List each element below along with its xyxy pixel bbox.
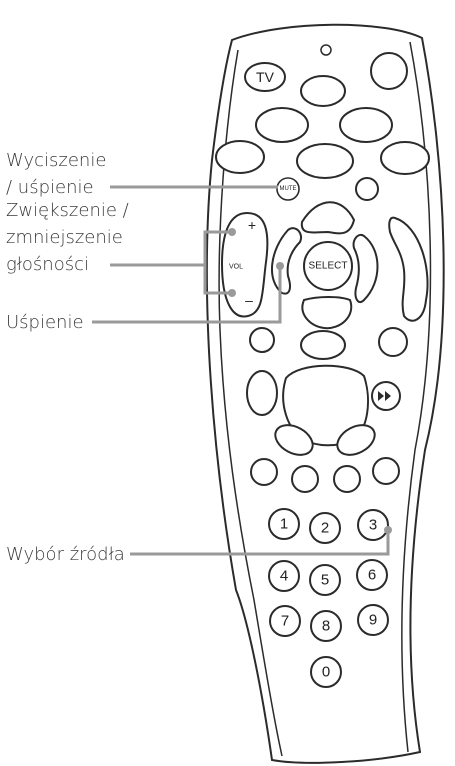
number-key-1-label: 1 [280,516,288,533]
tv-button-label: TV [256,69,275,85]
color-button-2[interactable] [292,466,318,492]
pill-button-mid-left[interactable] [216,141,264,173]
color-button-1[interactable] [251,459,277,485]
side-oval-left[interactable] [247,371,277,415]
volume-minus-label: – [245,292,253,308]
small-button-left[interactable] [250,328,274,352]
callout-volume-line2: zmniejszenie [6,227,123,248]
number-key-5-label: 5 [321,572,329,589]
callout-sleep: Uśpienie [6,312,84,333]
number-key-8-label: 8 [322,618,330,635]
number-key-3-label: 3 [369,517,377,534]
number-key-4-label: 4 [280,568,288,585]
color-button-3[interactable] [334,466,360,492]
color-button-4[interactable] [373,458,399,484]
volume-plus-label: + [248,217,256,233]
pill-button-mid-center[interactable] [297,144,353,178]
status-led [321,45,331,55]
callout-source: Wybór źródła [6,544,125,565]
sleep-leader-dot [276,262,284,270]
power-button[interactable] [371,53,407,89]
number-key-2-label: 2 [321,520,329,537]
callout-mute-line2: / uśpienie [6,177,94,198]
small-pill-center[interactable] [301,331,345,359]
volume-minus-dot [228,289,236,297]
info-button[interactable] [356,178,378,200]
number-key-9-label: 9 [369,612,377,629]
source-leader-dot [384,526,392,534]
volume-plus-dot [228,228,236,236]
number-key-0-label: 0 [322,664,330,681]
number-key-7-label: 7 [281,613,289,630]
callout-volume-line3: głośności [6,254,89,275]
callout-labels: Wyciszenie / uśpienie Zwiększenie / zmni… [6,150,129,565]
callout-volume-line1: Zwiększenie / [6,200,129,221]
number-key-6-label: 6 [368,567,376,584]
callout-mute-line1: Wyciszenie [6,150,106,171]
pill-button-mid-right[interactable] [381,142,429,174]
mute-button-label: MUTE [280,186,297,192]
pill-button-left[interactable] [256,108,308,142]
volume-label: VOL [229,264,243,271]
select-button-label: SELECT [309,261,348,272]
small-button-right[interactable] [379,328,407,356]
top-center-button[interactable] [301,76,345,106]
pill-button-right[interactable] [340,108,392,142]
